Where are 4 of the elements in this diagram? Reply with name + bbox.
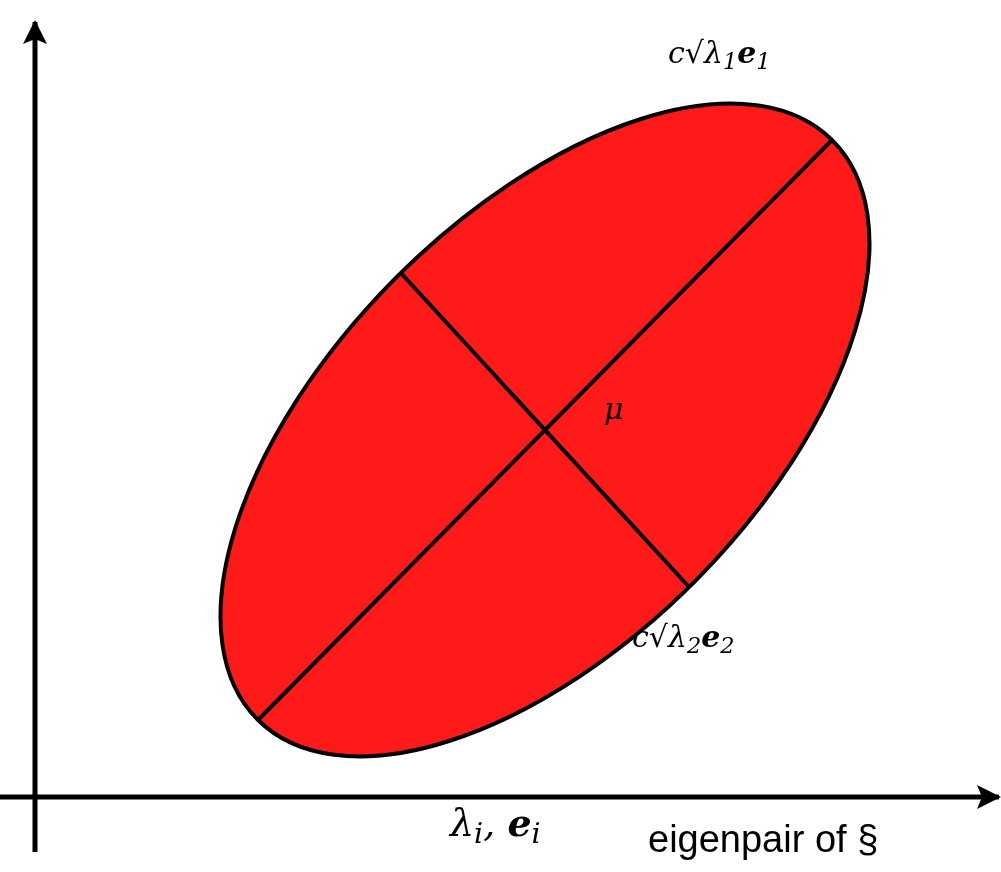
mean-label: μ (604, 394, 624, 424)
eigenpair-symbol: λ$_{i}$, e$_{i}$ (450, 804, 541, 842)
axis-vector-label: c√λ$_{1}$e$_{1}$ (668, 38, 771, 68)
caption-text: eigenpair of § (648, 820, 879, 858)
